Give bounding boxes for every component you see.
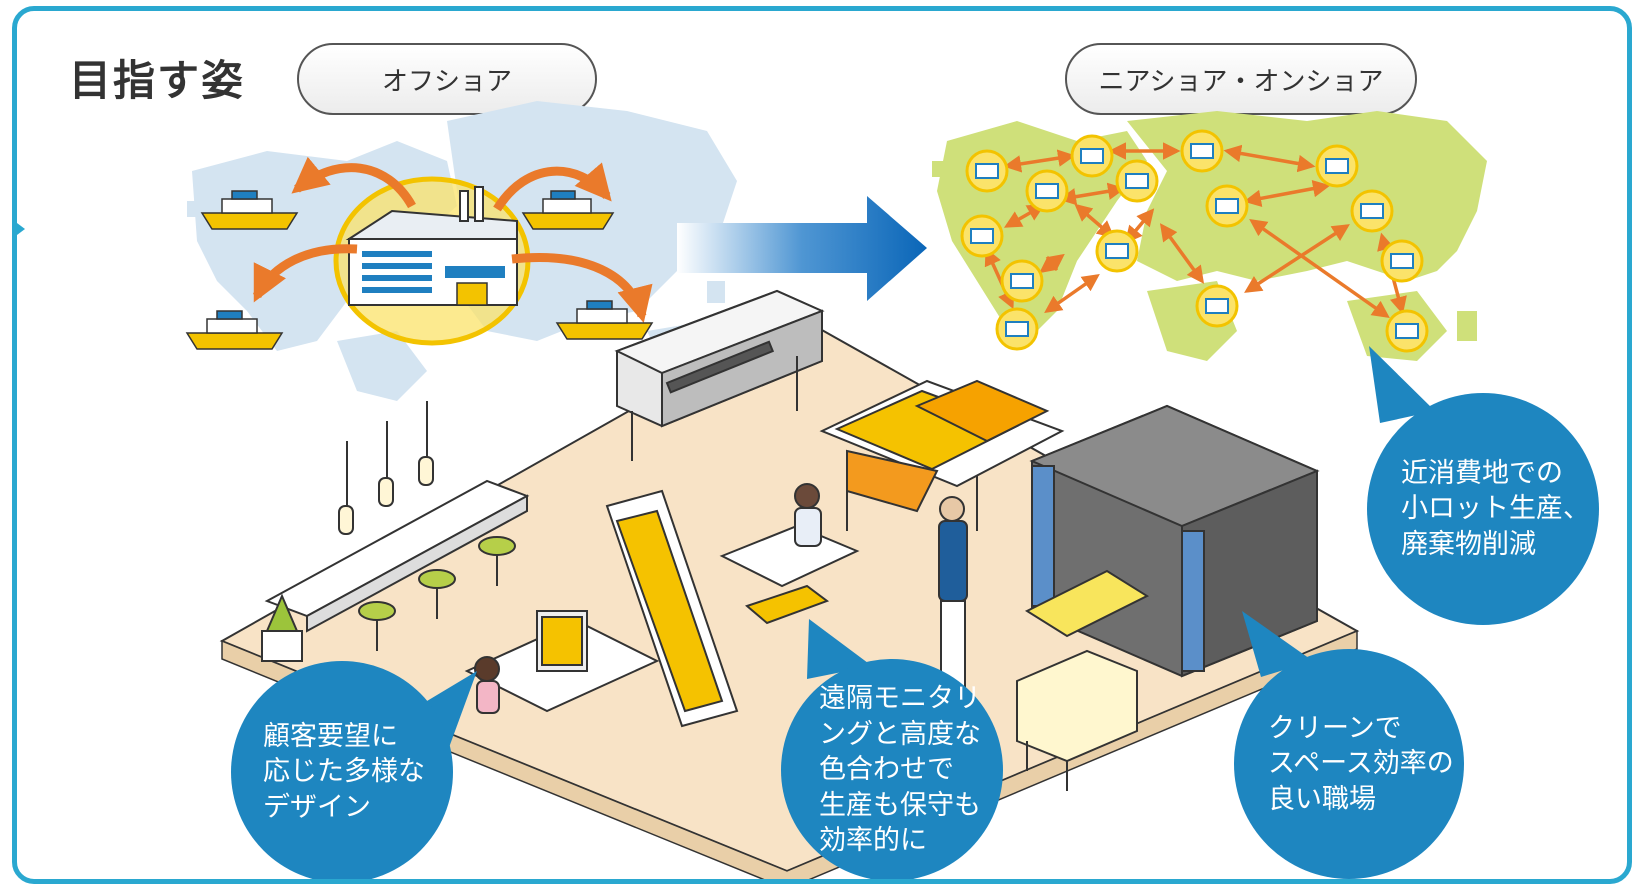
cafe-counter xyxy=(264,401,530,651)
fabric-cart xyxy=(1016,649,1138,791)
main-frame: 目指す姿 オフショア ニアショア・オンショア xyxy=(12,6,1632,884)
callout-local-production: 近消費地での 小ロット生産、 廃棄物削減 xyxy=(1367,393,1599,625)
export-arrows xyxy=(252,156,653,323)
callout-diverse-design: 顧客要望に 応じた多様な デザイン xyxy=(231,661,453,879)
monitoring-desk xyxy=(719,524,860,625)
textile-printer xyxy=(1024,404,1320,678)
callout-remote-monitoring: 遠隔モニタリ ングと高度な 色合わせで 生産も保守も 効率的に xyxy=(781,659,1003,879)
cargo-ships xyxy=(185,190,654,350)
local-factory-nodes xyxy=(960,129,1429,353)
frame-notch xyxy=(17,223,25,235)
callout-remote-monitoring-text: 遠隔モニタリ ングと高度な 色合わせで 生産も保守も 効率的に xyxy=(819,682,981,857)
central-factory xyxy=(333,176,531,346)
callout-clean-workplace-text: クリーンで スペース効率の 良い職場 xyxy=(1268,712,1454,815)
nearshore-label: ニアショア・オンショア xyxy=(1065,43,1417,115)
roll-printer xyxy=(614,289,825,461)
transition-arrow xyxy=(677,196,927,301)
callout-clean-workplace: クリーンで スペース効率の 良い職場 xyxy=(1234,649,1464,879)
potted-plant xyxy=(261,593,303,662)
callout-local-production-text: 近消費地での 小ロット生産、 廃棄物削減 xyxy=(1401,457,1590,560)
fabric-table xyxy=(819,379,1065,531)
designer-desk xyxy=(464,610,660,713)
page-title: 目指す姿 xyxy=(69,56,246,105)
illustration xyxy=(185,101,1487,879)
design-board xyxy=(605,489,739,728)
callout-diverse-design-text: 顧客要望に 応じた多様な デザイン xyxy=(263,720,425,823)
